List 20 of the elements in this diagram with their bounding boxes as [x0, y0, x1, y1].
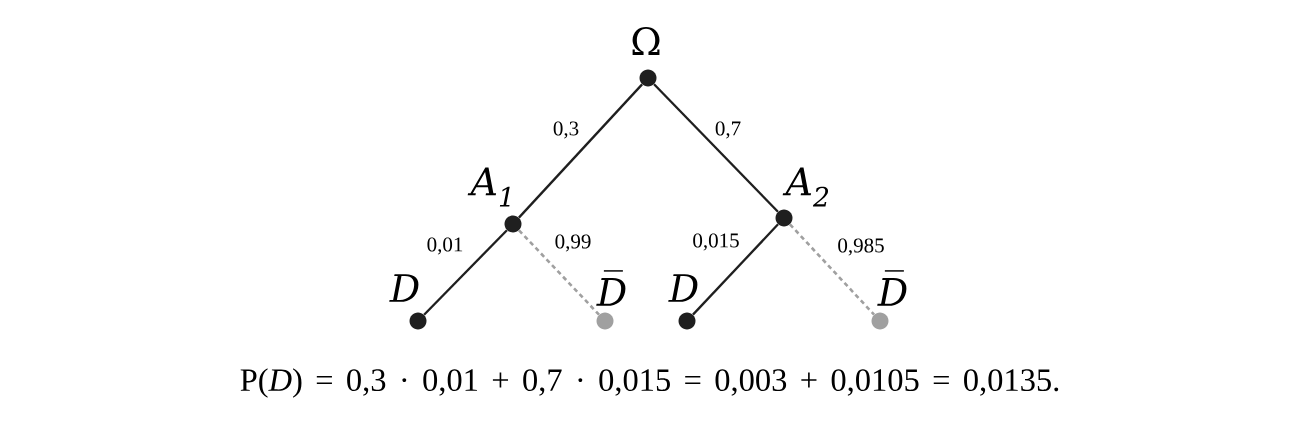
edge-label: 0,015: [691, 232, 741, 252]
node-label: D̅: [596, 270, 626, 306]
line: [518, 229, 600, 316]
node-label: A$_{1}$: [467, 167, 510, 207]
node-label: D̅: [877, 270, 907, 306]
node-label: A$_{2}$: [782, 167, 829, 207]
line: [789, 223, 876, 316]
edge-label: 0,985: [836, 237, 886, 257]
edge-label: 0,7: [713, 120, 743, 140]
formula: P(D) = 0,3 · 0,01 + 0,7 · 0,015 = 0,003 + 0,0105 = 0,0135.: [240, 368, 1059, 398]
edge-label: 0,3: [551, 120, 581, 140]
node-label: D: [668, 274, 698, 302]
line: [653, 83, 779, 213]
node-label: Ω: [632, 26, 660, 56]
line: [423, 229, 508, 316]
node-label: D: [389, 274, 419, 302]
line: [692, 223, 779, 316]
line: [518, 83, 643, 219]
edge-label: 0,01: [425, 236, 465, 256]
edge-label: 0,99: [553, 233, 593, 253]
